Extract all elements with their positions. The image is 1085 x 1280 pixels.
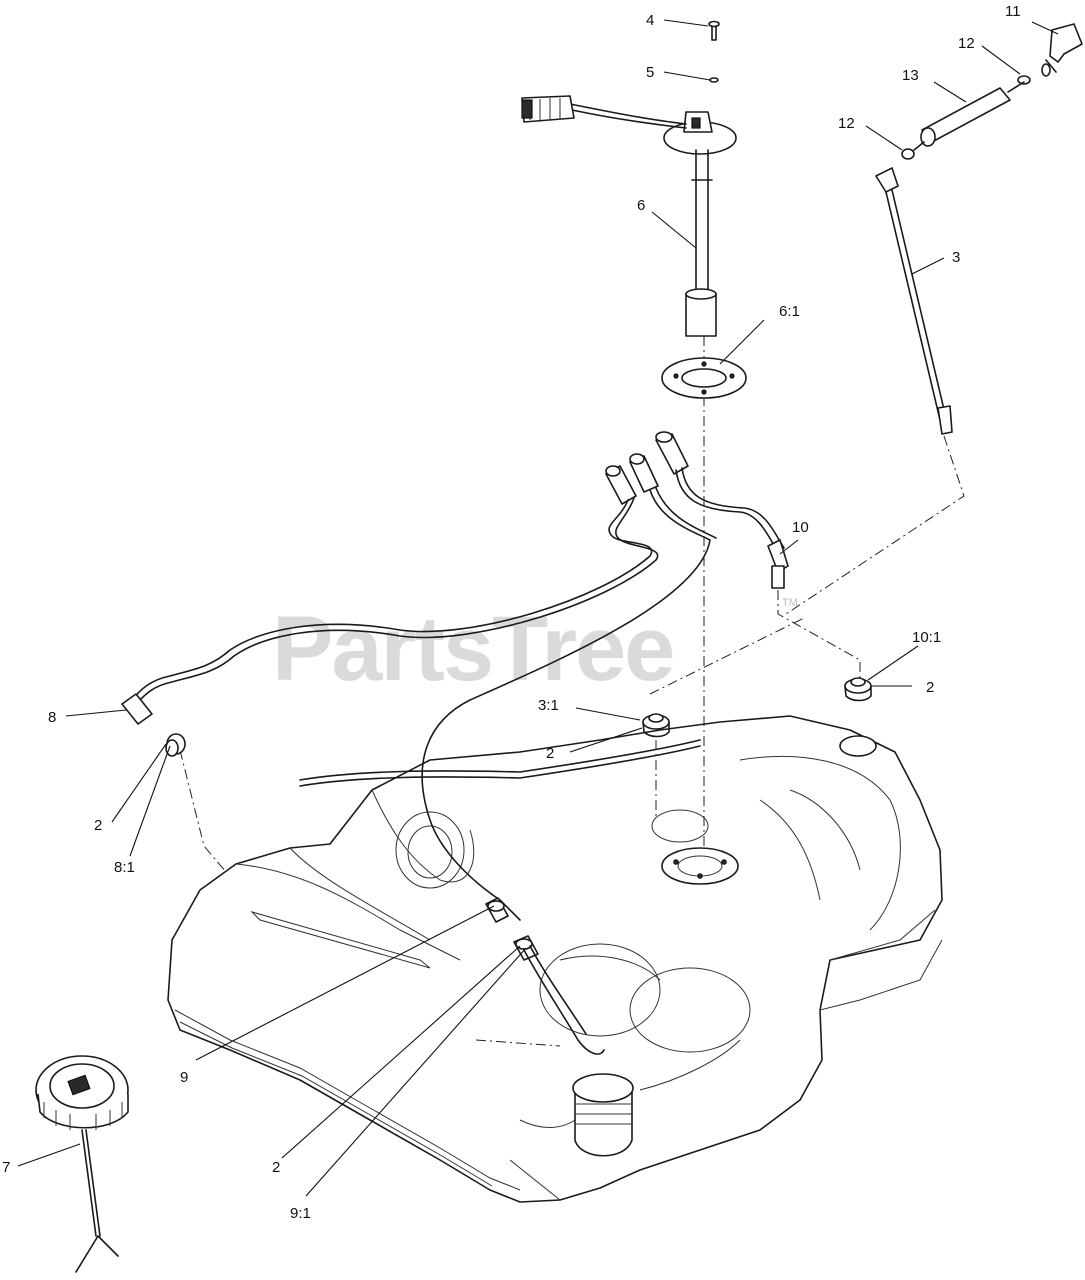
fuel-cap[interactable] — [35, 1055, 129, 1273]
callout-5: 5 — [646, 64, 654, 81]
callout-11: 11 — [1005, 3, 1021, 20]
leader-lines — [17, 19, 1059, 1197]
callout-9: 9 — [180, 1069, 188, 1086]
tank-fittings[interactable] — [475, 897, 605, 1055]
callout-2-bottom: 2 — [272, 1159, 280, 1176]
sender-gasket[interactable] — [661, 357, 747, 399]
fuel-line-harness[interactable] — [121, 431, 861, 921]
callout-2-center: 2 — [546, 745, 554, 762]
callout-13: 13 — [902, 67, 919, 84]
fuel-tank[interactable] — [167, 715, 943, 1203]
callout-7: 7 — [2, 1159, 10, 1176]
watermark-text: PartsTree — [272, 598, 673, 700]
grommet-8-1[interactable] — [165, 733, 186, 757]
callout-8-1: 8:1 — [114, 859, 135, 876]
callout-3: 3 — [952, 249, 960, 266]
callout-9-1: 9:1 — [290, 1205, 311, 1222]
watermark: PartsTree TM — [272, 597, 798, 700]
callout-12-lower: 12 — [838, 115, 855, 132]
callout-2-right: 2 — [926, 679, 934, 696]
callout-6-1: 6:1 — [779, 303, 800, 320]
grommet-10-1[interactable] — [844, 677, 872, 702]
grommet-3-1[interactable] — [642, 617, 805, 820]
callout-4: 4 — [646, 12, 654, 29]
callout-12-upper: 12 — [958, 35, 975, 52]
callout-labels: 4 5 6 6:1 11 12 13 12 3 10 10:1 2 3:1 2 … — [2, 3, 1021, 1222]
callout-3-1: 3:1 — [538, 697, 559, 714]
watermark-trademark: TM — [782, 597, 798, 609]
callout-2-left: 2 — [94, 817, 102, 834]
callout-10: 10 — [792, 519, 809, 536]
vent-filter-assembly[interactable] — [785, 23, 1083, 615]
callout-10-1: 10:1 — [912, 629, 941, 646]
callout-8: 8 — [48, 709, 56, 726]
callout-6: 6 — [637, 197, 645, 214]
fuel-sender-assembly[interactable] — [521, 20, 737, 849]
